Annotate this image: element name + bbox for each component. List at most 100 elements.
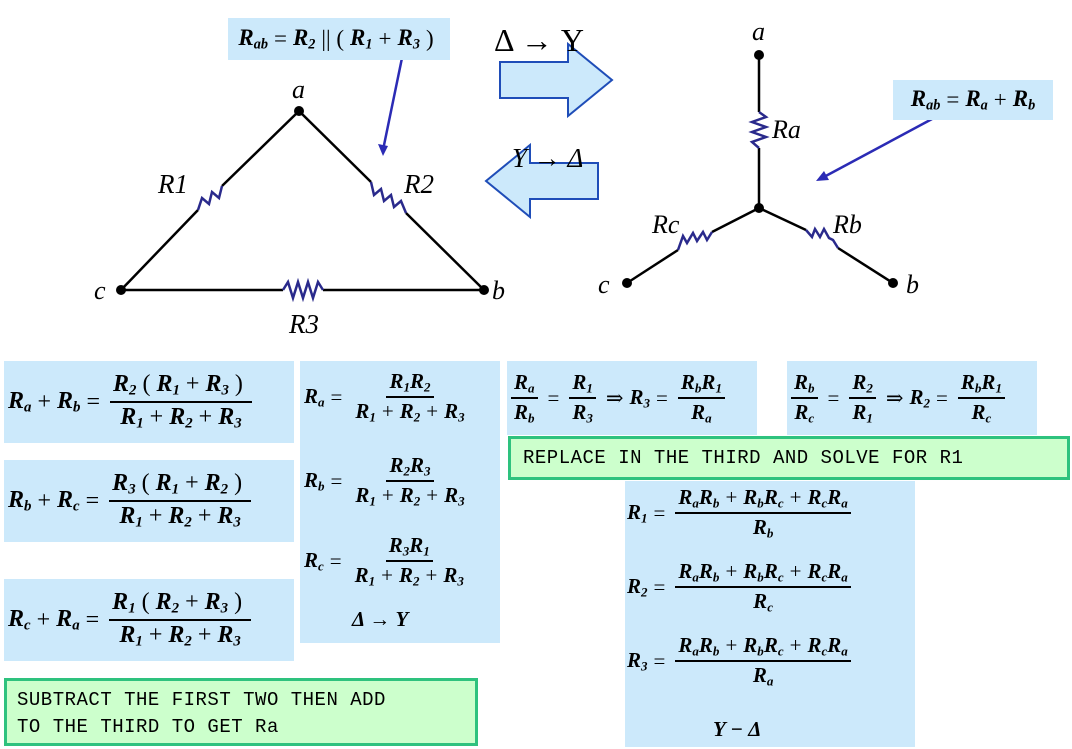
math-symbol: Ra bbox=[965, 85, 988, 114]
math-subscript: b bbox=[694, 380, 702, 395]
math-symbol: Ra bbox=[678, 633, 699, 659]
math-symbol: R2 bbox=[399, 399, 421, 425]
math-operator: + bbox=[789, 485, 802, 509]
math-subscript: ab bbox=[253, 36, 268, 53]
math-symbol: Rb bbox=[514, 400, 535, 426]
wye-caption: Δ → Y bbox=[352, 607, 409, 631]
math-operator: ) bbox=[234, 371, 243, 398]
math-symbol: R3 bbox=[217, 622, 241, 650]
math-subscript: 3 bbox=[586, 410, 593, 426]
math-symbol: Rc bbox=[807, 485, 828, 511]
math-subscript: 2 bbox=[184, 633, 192, 650]
math-symbol: Rb bbox=[752, 515, 774, 541]
wye-rb-label: Rb bbox=[832, 210, 862, 239]
math-symbol: R3 bbox=[205, 371, 229, 399]
math-subscript: c bbox=[808, 410, 815, 426]
math-symbol: Ra bbox=[827, 485, 848, 511]
math-operator: + bbox=[185, 371, 200, 398]
resistor-rc-symbol bbox=[676, 229, 714, 251]
sum-eq-ca: Rc+Ra=R1(R2+R3)R1+R2+R3 bbox=[4, 579, 294, 661]
fraction-numerator: RaRb+RbRc+RcRa bbox=[675, 485, 851, 515]
math-symbol: R1 bbox=[627, 500, 648, 526]
math-operator: + bbox=[185, 470, 199, 497]
math-symbol: R1 bbox=[119, 622, 143, 650]
math-symbol: Rb bbox=[698, 485, 720, 511]
wye-wire-center-rc bbox=[711, 206, 760, 234]
math-operator: + bbox=[197, 622, 212, 648]
math-subscript: 1 bbox=[423, 543, 430, 559]
math-subscript: c bbox=[318, 558, 324, 574]
math-subscript: 1 bbox=[715, 380, 722, 395]
math-operator: + bbox=[426, 399, 439, 424]
math-subscript: 2 bbox=[184, 514, 192, 531]
math-subscript: b bbox=[24, 498, 32, 515]
math-symbol: Ra bbox=[827, 633, 848, 659]
math-subscript: 1 bbox=[365, 36, 373, 53]
math-operator: || ( bbox=[321, 26, 345, 51]
math-symbol: R2 bbox=[627, 574, 648, 600]
fraction-numerator: R1 bbox=[569, 370, 596, 399]
math-operator: + bbox=[36, 606, 51, 633]
math-subscript: b bbox=[974, 380, 982, 395]
math-symbol: R2 bbox=[113, 371, 137, 399]
rab-wye-label: Rab = Ra + Rb bbox=[893, 80, 1053, 120]
math-symbol: R3 bbox=[218, 404, 242, 432]
math-subscript: a bbox=[705, 410, 712, 426]
math-symbol: Ra bbox=[752, 663, 774, 689]
math-symbol: R2 bbox=[399, 563, 420, 589]
math-symbol: R3 bbox=[627, 648, 648, 674]
math-symbol: Ra bbox=[514, 369, 535, 395]
rab-delta-label: Rab = R2 || (R1 + R3) bbox=[228, 18, 450, 60]
wye-node-b-label: b bbox=[906, 270, 919, 299]
fraction-numerator: R3R1 bbox=[385, 533, 433, 563]
fraction-denominator: R1+R2+R3 bbox=[117, 403, 244, 433]
resistor-rb-symbol bbox=[805, 226, 840, 249]
fraction-numerator: RbR1 bbox=[677, 369, 725, 399]
math-symbol: Ra bbox=[8, 387, 32, 416]
fraction-denominator: Ra bbox=[688, 399, 715, 426]
math-operator: + bbox=[197, 503, 212, 529]
wye-circuit bbox=[626, 55, 894, 285]
math-subscript: 2 bbox=[641, 584, 648, 600]
fraction-numerator: R1R2 bbox=[386, 369, 434, 399]
math-subscript: 1 bbox=[136, 415, 144, 432]
math-subscript: c bbox=[777, 569, 784, 585]
delta-r2-label: R2 bbox=[403, 169, 434, 199]
delta-circuit bbox=[120, 110, 485, 303]
math-subscript: b bbox=[712, 569, 720, 585]
delta-nodes bbox=[116, 106, 489, 295]
math-symbol: R3 bbox=[397, 24, 420, 53]
fraction-denominator: R1 bbox=[849, 399, 876, 426]
math-subscript: b bbox=[757, 643, 764, 659]
math-subscript: 3 bbox=[458, 493, 465, 509]
math-subscript: 1 bbox=[172, 383, 180, 399]
math-operator: + bbox=[725, 485, 738, 509]
math-symbol: Rc bbox=[807, 559, 828, 585]
math-subscript: 2 bbox=[220, 482, 229, 498]
math-operator: ( bbox=[141, 470, 150, 497]
fraction-numerator: RbR1 bbox=[957, 370, 1005, 399]
fraction-denominator: R1+R2+R3 bbox=[352, 482, 467, 509]
math-symbol: R1 bbox=[701, 369, 722, 395]
math-subscript: 1 bbox=[586, 380, 593, 395]
math-symbol: R1 bbox=[572, 369, 593, 395]
math-subscript: 1 bbox=[403, 379, 411, 395]
fraction: R3(R1+R2)R1+R2+R3 bbox=[109, 470, 252, 531]
fraction-denominator: R1+R2+R3 bbox=[352, 398, 467, 425]
math-symbol: R2 bbox=[410, 369, 431, 395]
math-operator: + bbox=[381, 483, 394, 508]
fraction: R2(R1+R3)R1+R2+R3 bbox=[110, 371, 252, 432]
fraction-denominator: R3 bbox=[569, 399, 596, 426]
math-subscript: c bbox=[73, 498, 80, 515]
math-symbol: R2 bbox=[168, 622, 192, 650]
math-operator: + bbox=[993, 87, 1007, 112]
fraction-numerator: R2R3 bbox=[386, 453, 434, 483]
wye-node-a-label: a bbox=[752, 17, 765, 46]
math-operator: + bbox=[198, 404, 213, 430]
delta-wire-r1-c bbox=[120, 209, 199, 291]
